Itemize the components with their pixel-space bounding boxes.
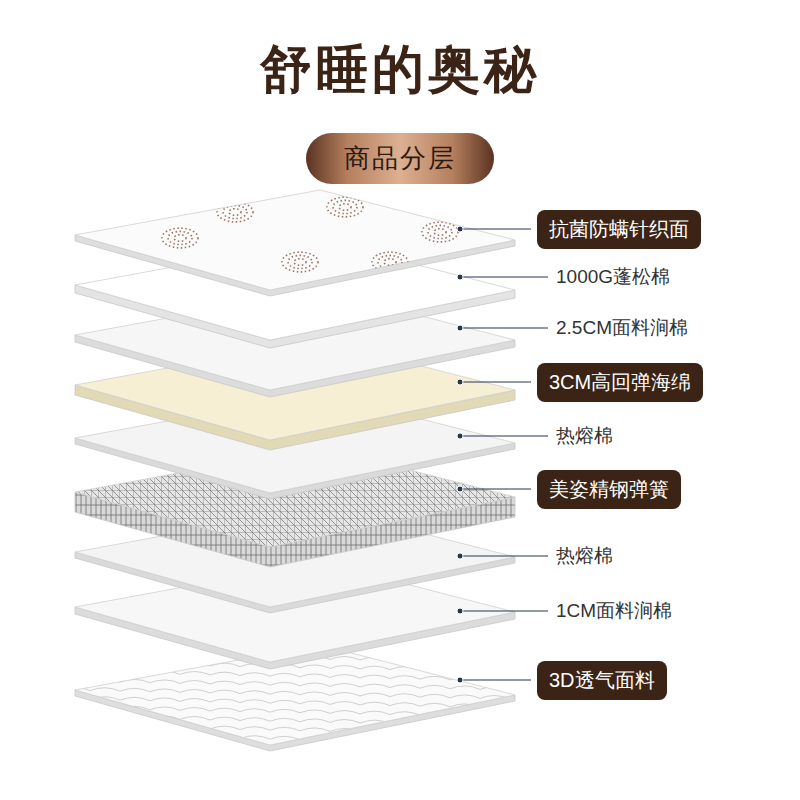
node-text: 抗菌防螨针织面 — [549, 216, 689, 243]
swirl-dots — [372, 252, 408, 272]
wave-line — [60, 723, 540, 735]
wave-line — [60, 741, 540, 753]
swirl-dots — [288, 255, 312, 268]
leader-dot — [457, 433, 463, 439]
wave-line — [60, 705, 540, 717]
swirl-dots — [378, 255, 402, 268]
section-pill: 商品分层 — [306, 133, 494, 184]
layer-top — [75, 190, 515, 290]
swirl-dots — [384, 259, 396, 266]
leader-line — [460, 435, 548, 436]
swirl-dots — [428, 225, 452, 238]
swirl-dots — [223, 205, 247, 218]
layer — [75, 190, 515, 296]
swirl-dots — [327, 197, 363, 217]
wave-line — [60, 759, 540, 771]
swirl-dots — [229, 209, 241, 216]
page-title: 舒睡的奥秘 — [0, 38, 800, 100]
layer-callout: 抗菌防螨针织面 — [537, 210, 701, 249]
knit-pattern — [162, 197, 458, 272]
swirl-dots — [294, 259, 306, 266]
swirl-dots — [168, 231, 192, 244]
leader-line — [460, 488, 531, 489]
layer-label: 热熔棉 — [556, 423, 613, 449]
leader-line — [460, 276, 548, 277]
swirl-dots — [174, 235, 186, 242]
leader-dot — [457, 325, 463, 331]
leader-lines — [457, 226, 548, 683]
swirl-dots — [434, 229, 446, 236]
leader-dot — [457, 486, 463, 492]
leader-line — [460, 555, 548, 556]
wave-line — [60, 732, 540, 744]
layer-label: 2.5CM面料涧棉 — [556, 315, 688, 341]
swirl-dots — [333, 200, 357, 213]
layer-label: 1000G蓬松棉 — [556, 264, 670, 290]
wave-line — [60, 750, 540, 762]
swirl-dots — [162, 228, 198, 248]
node-text: 商品分层 — [344, 141, 456, 176]
layer-callout: 3D透气面料 — [537, 661, 667, 700]
leader-line — [460, 679, 531, 680]
leader-line — [460, 327, 548, 328]
leader-line — [460, 228, 531, 229]
leader-dot — [457, 553, 463, 559]
swirl-dots — [282, 252, 318, 272]
leader-line — [460, 610, 548, 611]
layer-label: 1CM面料涧棉 — [556, 598, 672, 624]
wave-line — [60, 696, 540, 708]
node-text: 美姿精钢弹簧 — [549, 476, 669, 503]
swirl-dots — [339, 204, 351, 211]
layer-label: 热熔棉 — [556, 543, 613, 569]
node-text: 3CM高回弹海绵 — [549, 369, 691, 396]
layer-callout: 3CM高回弹海绵 — [537, 363, 703, 402]
leader-dot — [457, 226, 463, 232]
swirl-dots — [422, 222, 458, 242]
layer-callout: 美姿精钢弹簧 — [537, 470, 681, 509]
leader-line — [460, 381, 531, 382]
wave-line — [60, 714, 540, 726]
node-text: 3D透气面料 — [549, 667, 655, 694]
leader-dot — [457, 274, 463, 280]
leader-dot — [457, 379, 463, 385]
swirl-dots — [217, 202, 253, 222]
leader-dot — [457, 677, 463, 683]
leader-dot — [457, 608, 463, 614]
